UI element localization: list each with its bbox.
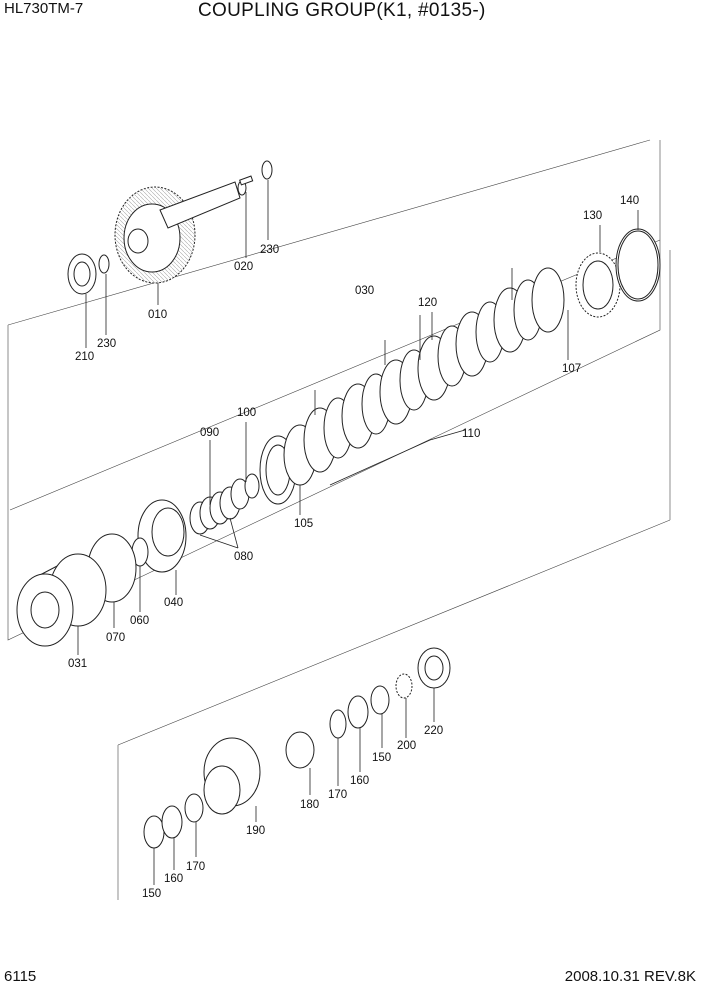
spring-pack-part	[189, 473, 260, 535]
part-label-160-lower: 160	[164, 873, 183, 885]
part-label-060: 060	[130, 615, 149, 627]
part-label-130: 130	[583, 210, 602, 222]
clutch-housing-part	[16, 553, 107, 647]
part-label-090: 090	[200, 427, 219, 439]
part-label-040: 040	[164, 597, 183, 609]
leader-lines	[77, 180, 639, 885]
assembly-outline-upper	[7, 140, 661, 641]
part-label-105: 105	[294, 518, 313, 530]
part-label-031: 031	[68, 658, 87, 670]
snap-ring-part	[98, 254, 110, 274]
part-label-110: 110	[462, 428, 480, 440]
assembly-outline-mid	[9, 239, 661, 511]
assembly-outline-lower-top	[117, 519, 671, 746]
part-label-230-top: 230	[260, 244, 279, 256]
part-label-030: 030	[355, 285, 374, 297]
part-label-160-upper: 160	[350, 775, 369, 787]
part-label-140: 140	[620, 195, 639, 207]
part-label-100: 100	[237, 407, 256, 419]
part-label-210: 210	[75, 351, 94, 363]
revision-date: 2008.10.31 REV.8K	[564, 968, 696, 985]
part-label-150-lower: 150	[142, 888, 161, 900]
snap-ring-part	[261, 160, 273, 180]
pin-part	[239, 175, 254, 186]
part-label-170-upper: 170	[328, 789, 347, 801]
part-label-070: 070	[106, 632, 125, 644]
part-label-120: 120	[418, 297, 437, 309]
part-label-220: 220	[424, 725, 443, 737]
part-label-080: 080	[234, 551, 253, 563]
piston-part	[137, 499, 187, 573]
part-label-150-upper: 150	[372, 752, 391, 764]
part-label-010: 010	[148, 309, 167, 321]
page-number: 6115	[4, 968, 37, 985]
page-title: COUPLING GROUP(K1, #0135-)	[198, 0, 486, 21]
part-label-170-lower: 170	[186, 861, 205, 873]
model-name: HL730TM-7	[4, 0, 84, 17]
assembly-outline-upper-top	[7, 139, 651, 326]
part-label-020: 020	[234, 261, 253, 273]
part-label-230-bearing: 230	[97, 338, 116, 350]
part-label-190: 190	[246, 825, 265, 837]
clutch-plate-stack	[259, 228, 661, 505]
shaft-gear-part	[114, 180, 247, 284]
part-label-180: 180	[300, 799, 319, 811]
bearing-part	[67, 253, 97, 295]
part-label-200: 200	[397, 740, 416, 752]
part-label-107: 107	[562, 363, 581, 375]
